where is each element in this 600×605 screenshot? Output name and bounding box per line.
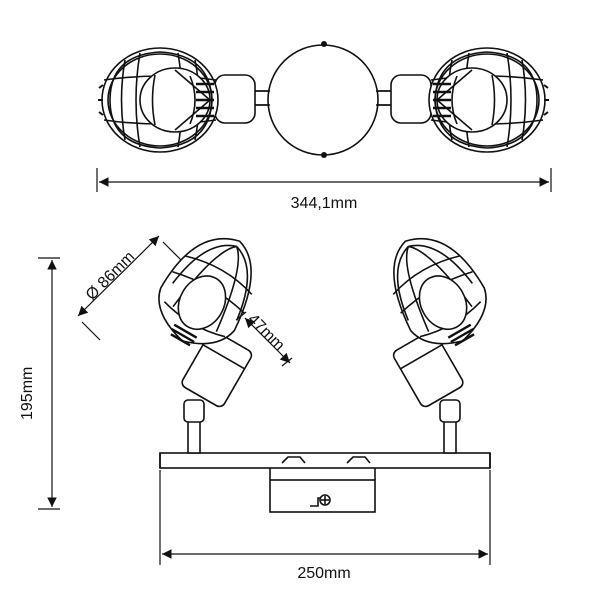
height-label: 195mm bbox=[19, 367, 36, 420]
diameter-dimension bbox=[77, 235, 182, 341]
diameter-label: Ø 86mm bbox=[83, 248, 138, 303]
terminal-screw bbox=[310, 494, 331, 507]
top-width-dimension bbox=[96, 168, 552, 192]
front-view bbox=[158, 237, 491, 513]
top-right-holder bbox=[390, 74, 432, 124]
base-width-dimension bbox=[159, 470, 491, 565]
left-stem bbox=[183, 399, 205, 454]
top-left-holder bbox=[214, 74, 256, 124]
front-base-rail bbox=[159, 452, 491, 469]
top-width-label: 344,1mm bbox=[291, 195, 358, 212]
top-canopy bbox=[267, 44, 379, 156]
base-width-label: 250mm bbox=[297, 565, 350, 582]
front-right-lamp bbox=[392, 237, 487, 408]
top-right-cage bbox=[428, 47, 549, 153]
height-dimension bbox=[38, 257, 60, 510]
front-left-lamp bbox=[158, 237, 253, 408]
arm-label: 47mm bbox=[244, 311, 287, 354]
top-left-cage bbox=[98, 47, 219, 153]
right-stem bbox=[439, 399, 461, 454]
top-view bbox=[98, 41, 549, 158]
arm-dimension bbox=[235, 311, 293, 367]
